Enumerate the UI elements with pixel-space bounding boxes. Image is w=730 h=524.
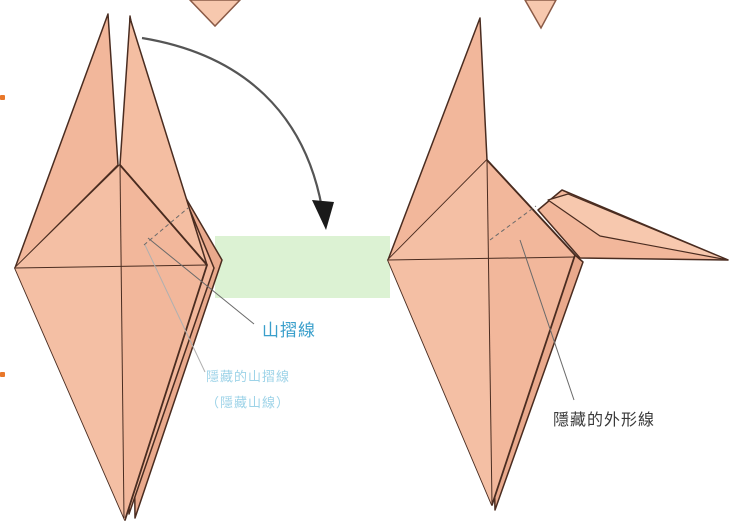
highlight-band (215, 236, 390, 298)
hidden-mountain-fold-alt-label: （隱藏山線） (206, 392, 290, 411)
right-figure (388, 18, 728, 510)
top-partial-right (525, 0, 556, 28)
hidden-mountain-fold-label: 隱藏的山摺線 (206, 366, 290, 385)
side-tick-top (0, 95, 5, 100)
hidden-outline-label: 隱藏的外形線 (553, 406, 655, 430)
left-figure (15, 14, 222, 520)
mountain-fold-label: 山摺線 (262, 316, 316, 341)
side-tick-bottom (0, 372, 5, 377)
top-partial-left (190, 0, 240, 26)
